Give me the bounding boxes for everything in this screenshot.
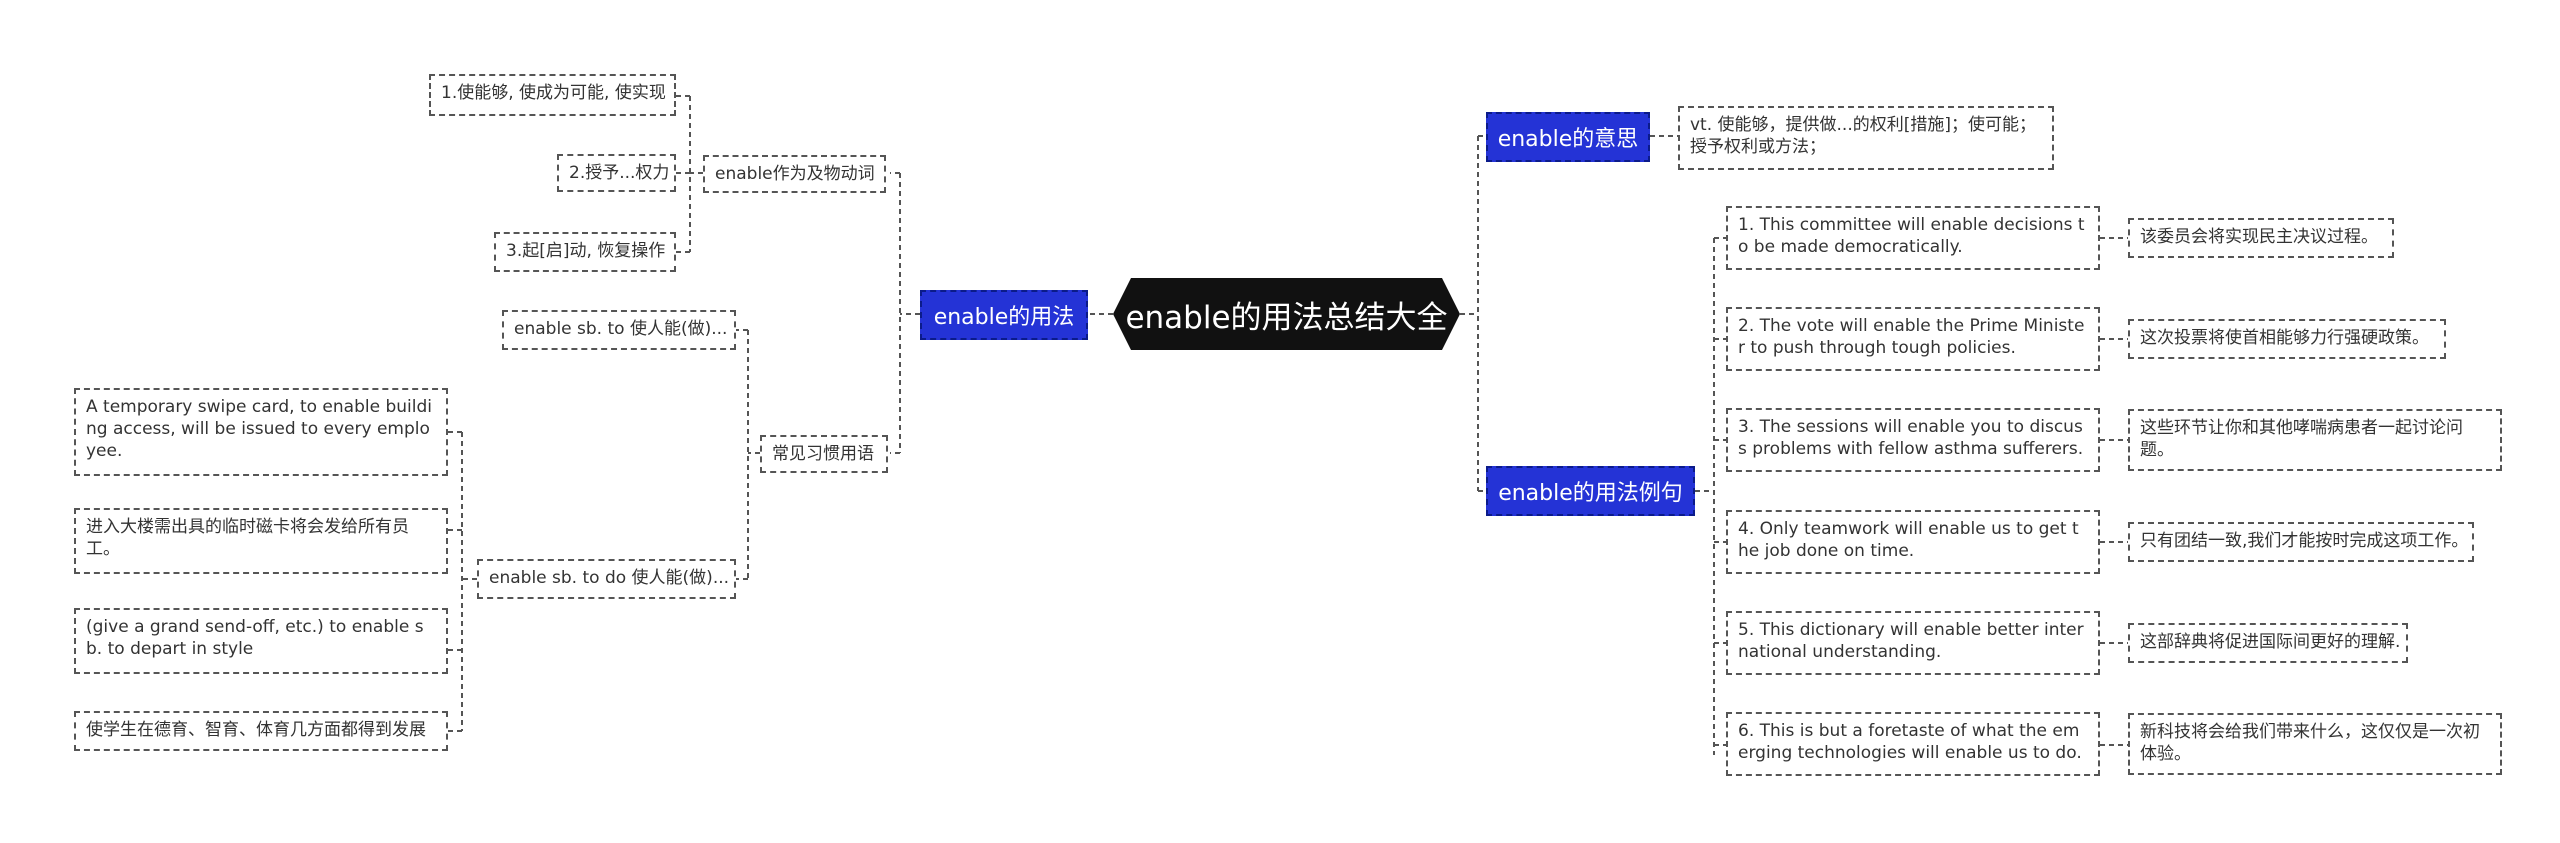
- example-translation[interactable]: 新科技将会给我们带来什么，这仅仅是一次初体验。: [2128, 713, 2502, 775]
- example-translation[interactable]: 这部辞典将促进国际间更好的理解.: [2128, 623, 2408, 663]
- sense-text: 3.起[启]动, 恢复操作: [506, 241, 666, 261]
- phrase-example[interactable]: 使学生在德育、智育、体育几方面都得到发展: [74, 711, 448, 751]
- group-common-phrases-label: 常见习惯用语: [772, 444, 874, 464]
- sense-item[interactable]: 2.授予...权力: [557, 154, 676, 192]
- phrase-enable-sb-to-do[interactable]: enable sb. to do 使人能(做)...: [477, 559, 736, 599]
- root-title: enable的用法总结大全: [1125, 299, 1448, 336]
- phrase-example[interactable]: A temporary swipe card, to enable buildi…: [74, 388, 448, 476]
- example-en: 1. This committee will enable decisions …: [1738, 215, 2085, 257]
- example-sentence[interactable]: 6. This is but a foretaste of what the e…: [1726, 712, 2100, 776]
- category-meaning-label: enable的意思: [1497, 127, 1639, 152]
- example-zh: 只有团结一致,我们才能按时完成这项工作。: [2140, 531, 2469, 551]
- group-common-phrases[interactable]: 常见习惯用语: [760, 435, 888, 473]
- example-sentence[interactable]: 4. Only teamwork will enable us to get t…: [1726, 510, 2100, 574]
- category-usage-label: enable的用法: [933, 305, 1075, 330]
- example-sentence[interactable]: 3. The sessions will enable you to discu…: [1726, 408, 2100, 472]
- group-transitive-verb-label: enable作为及物动词: [715, 164, 875, 184]
- sense-text: 2.授予...权力: [569, 163, 670, 183]
- example-en: 3. The sessions will enable you to discu…: [1738, 417, 2084, 459]
- example-translation[interactable]: 这次投票将使首相能够力行强硬政策。: [2128, 319, 2446, 359]
- category-examples-label: enable的用法例句: [1498, 481, 1683, 506]
- example-sentence[interactable]: 2. The vote will enable the Prime Minist…: [1726, 307, 2100, 371]
- root-hexagon: [1113, 278, 1460, 350]
- example-zh: 这些环节让你和其他哮喘病患者一起讨论问题。: [2140, 418, 2463, 460]
- example-sentence[interactable]: 1. This committee will enable decisions …: [1726, 206, 2100, 270]
- phrase-example-text: (give a grand send-off, etc.) to enable …: [86, 617, 424, 659]
- example-translation[interactable]: 这些环节让你和其他哮喘病患者一起讨论问题。: [2128, 409, 2502, 471]
- phrase-example-text: A temporary swipe card, to enable buildi…: [86, 397, 432, 461]
- phrase-example-text: 进入大楼需出具的临时磁卡将会发给所有员工。: [86, 517, 409, 559]
- group-transitive-verb[interactable]: enable作为及物动词: [703, 155, 886, 193]
- sense-text: 1.使能够, 使成为可能, 使实现: [441, 83, 666, 103]
- example-en: 2. The vote will enable the Prime Minist…: [1738, 316, 2085, 358]
- phrase-example-text: 使学生在德育、智育、体育几方面都得到发展: [86, 720, 426, 740]
- sense-item[interactable]: 1.使能够, 使成为可能, 使实现: [429, 74, 676, 116]
- example-translation[interactable]: 只有团结一致,我们才能按时完成这项工作。: [2128, 522, 2474, 562]
- category-usage[interactable]: enable的用法: [920, 290, 1088, 340]
- phrase-example[interactable]: (give a grand send-off, etc.) to enable …: [74, 608, 448, 674]
- example-zh: 新科技将会给我们带来什么，这仅仅是一次初体验。: [2140, 722, 2480, 764]
- example-translation[interactable]: 该委员会将实现民主决议过程。: [2128, 218, 2394, 258]
- example-en: 4. Only teamwork will enable us to get t…: [1738, 519, 2079, 561]
- phrase-text: enable sb. to do 使人能(做)...: [489, 568, 730, 588]
- category-examples[interactable]: enable的用法例句: [1486, 466, 1695, 516]
- meaning-text: vt. 使能够，提供做...的权利[措施]；使可能；授予权利或方法；: [1690, 115, 2037, 157]
- root-topic[interactable]: enable的用法总结大全: [1113, 278, 1460, 350]
- example-en: 6. This is but a foretaste of what the e…: [1738, 721, 2082, 763]
- example-zh: 这次投票将使首相能够力行强硬政策。: [2140, 328, 2429, 348]
- phrase-enable-sb-to[interactable]: enable sb. to 使人能(做)...: [502, 310, 736, 350]
- sense-item[interactable]: 3.起[启]动, 恢复操作: [494, 232, 676, 272]
- phrase-text: enable sb. to 使人能(做)...: [514, 319, 728, 339]
- example-en: 5. This dictionary will enable better in…: [1738, 620, 2084, 662]
- example-sentence[interactable]: 5. This dictionary will enable better in…: [1726, 611, 2100, 675]
- example-zh: 该委员会将实现民主决议过程。: [2140, 227, 2378, 247]
- phrase-example[interactable]: 进入大楼需出具的临时磁卡将会发给所有员工。: [74, 508, 448, 574]
- meaning-definition[interactable]: vt. 使能够，提供做...的权利[措施]；使可能；授予权利或方法；: [1678, 106, 2054, 170]
- category-meaning[interactable]: enable的意思: [1486, 112, 1650, 162]
- example-zh: 这部辞典将促进国际间更好的理解.: [2140, 632, 2401, 652]
